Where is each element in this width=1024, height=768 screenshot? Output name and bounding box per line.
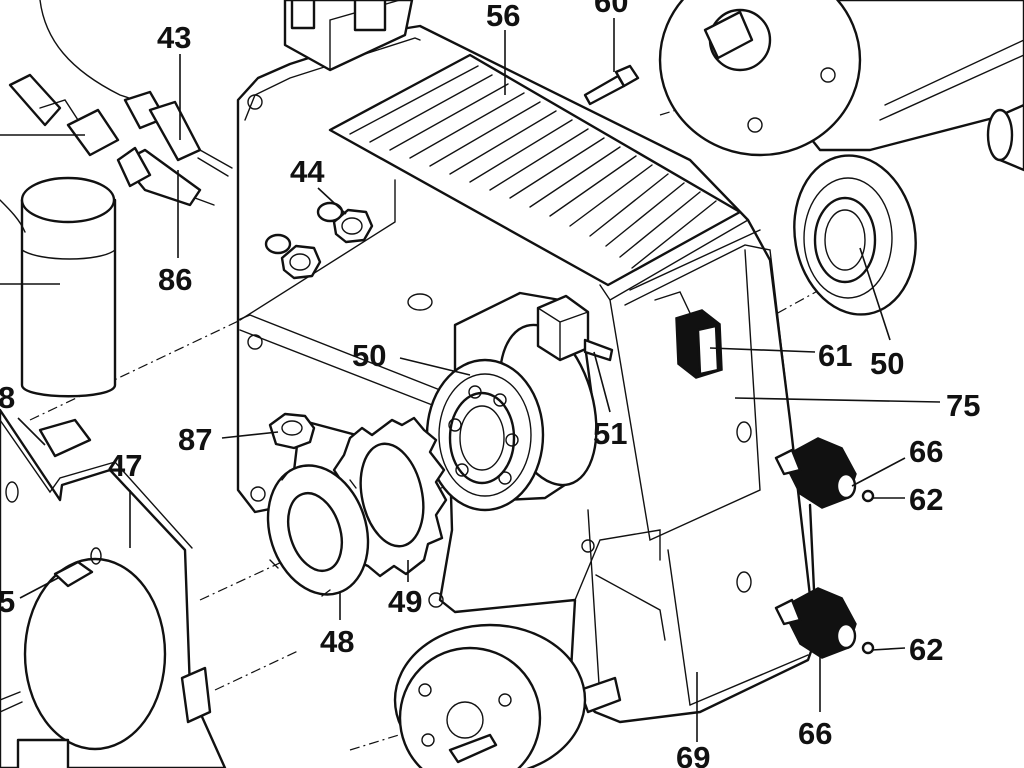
label-86: 86 xyxy=(158,262,192,297)
ring-nut xyxy=(266,464,370,597)
label-87: 87 xyxy=(178,422,212,457)
cooling-fins xyxy=(328,53,742,287)
label-48: 48 xyxy=(320,624,354,659)
label-50-front: 50 xyxy=(352,338,386,373)
label-56: 56 xyxy=(486,0,520,33)
motor-top-right xyxy=(658,0,1024,172)
label-51: 51 xyxy=(593,416,627,451)
knob-66-upper xyxy=(774,437,875,509)
label-50-rear: 50 xyxy=(870,346,904,381)
rear-bearing xyxy=(793,154,917,316)
sensor-86 xyxy=(116,146,215,207)
capacitor xyxy=(0,176,117,398)
label-44: 44 xyxy=(290,154,325,189)
label-62-upper: 62 xyxy=(909,482,943,517)
label-43: 43 xyxy=(157,20,191,55)
top-connector-block xyxy=(283,0,414,72)
label-75: 75 xyxy=(946,388,980,423)
sensor-block xyxy=(536,294,614,362)
leader-lines xyxy=(0,18,941,742)
cable-connector xyxy=(8,73,120,157)
label-60: 60 xyxy=(594,0,628,19)
front-panel xyxy=(624,244,791,593)
bolt-60 xyxy=(583,64,640,106)
label-49: 49 xyxy=(388,584,422,619)
label-66-upper: 66 xyxy=(909,434,943,469)
sensor-43 xyxy=(39,0,233,177)
label-61: 61 xyxy=(818,338,852,373)
cover-plate xyxy=(0,408,227,768)
label-62-lower: 62 xyxy=(909,632,943,667)
label-69: 69 xyxy=(676,740,710,768)
part-labels: 43 56 60 44 86 50 50 61 75 51 87 8 47 66… xyxy=(0,0,980,768)
hex-nut-87 xyxy=(268,412,316,450)
label-47: 47 xyxy=(108,448,142,483)
label-66-lower: 66 xyxy=(798,716,832,751)
bottom-motor xyxy=(393,623,622,768)
label-8: 8 xyxy=(0,380,15,415)
label-5: 5 xyxy=(0,584,15,619)
hex-nuts-44 xyxy=(264,201,433,311)
knob-66-lower xyxy=(774,587,875,659)
